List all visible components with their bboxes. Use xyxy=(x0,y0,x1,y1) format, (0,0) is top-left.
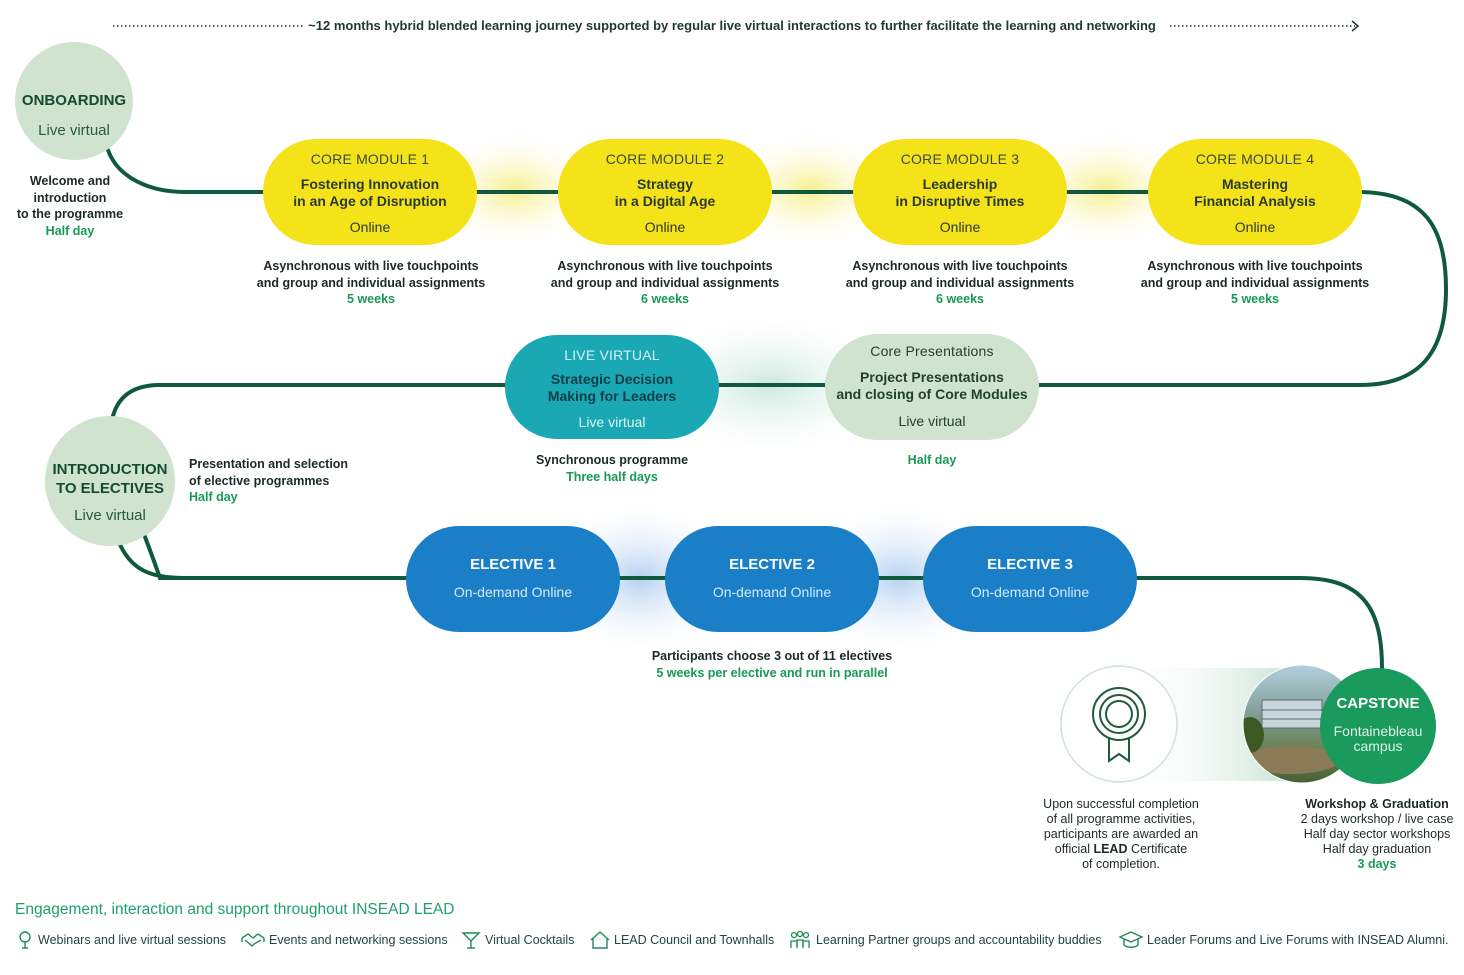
core-presentations-duration: Half day xyxy=(907,453,957,467)
capstone-desc: Workshop & Graduation 2 days workshop / … xyxy=(1300,797,1454,871)
footer-item-events: Events and networking sessions xyxy=(240,930,448,950)
handshake-icon xyxy=(241,933,265,947)
microphone-icon xyxy=(19,931,31,949)
elective-2: ELECTIVE 2 On-demand Online xyxy=(665,526,879,632)
footer-title: Engagement, interaction and support thro… xyxy=(15,901,455,918)
house-icon xyxy=(590,931,610,949)
footer-item-council: LEAD Council and Townhalls xyxy=(589,930,774,950)
footer-item-learning-partners: Learning Partner groups and accountabili… xyxy=(787,930,1102,950)
footer-item-cocktails: Virtual Cocktails xyxy=(460,930,574,950)
elective-1: ELECTIVE 1 On-demand Online xyxy=(406,526,620,632)
cocktail-icon xyxy=(461,932,481,949)
electives-desc: Participants choose 3 out of 11 elective… xyxy=(651,649,893,680)
onboarding-mode: Live virtual xyxy=(38,122,110,139)
people-group-icon xyxy=(790,930,810,948)
capstone-circle: CAPSTONE Fontainebleau campus xyxy=(1320,668,1436,784)
onboarding-duration: Half day xyxy=(45,223,95,238)
graduation-cap-icon xyxy=(1118,931,1144,948)
award-ribbon-icon xyxy=(1092,687,1146,763)
core-presentations-module: Core Presentations Project Presentations… xyxy=(825,334,1039,440)
footer-item-webinars: Webinars and live virtual sessions xyxy=(15,930,226,950)
journey-header: ~12 months hybrid blended learning journ… xyxy=(308,18,1156,33)
intro-electives-circle: INTRODUCTION TO ELECTIVES Live virtual xyxy=(45,416,175,546)
onboarding-circle: ONBOARDING Live virtual xyxy=(15,42,133,160)
certificate-desc: Upon successful completion of all progra… xyxy=(1043,797,1199,871)
elective-3: ELECTIVE 3 On-demand Online xyxy=(923,526,1137,632)
intro-electives-desc: Presentation and selection of elective p… xyxy=(189,457,349,504)
footer-item-forums: Leader Forums and Live Forums with INSEA… xyxy=(1118,930,1449,950)
onboarding-title: ONBOARDING xyxy=(21,92,127,109)
live-virtual-desc: Synchronous programme Three half days xyxy=(535,453,689,484)
onboarding-desc: Welcome and introduction to the programm… xyxy=(5,173,135,239)
